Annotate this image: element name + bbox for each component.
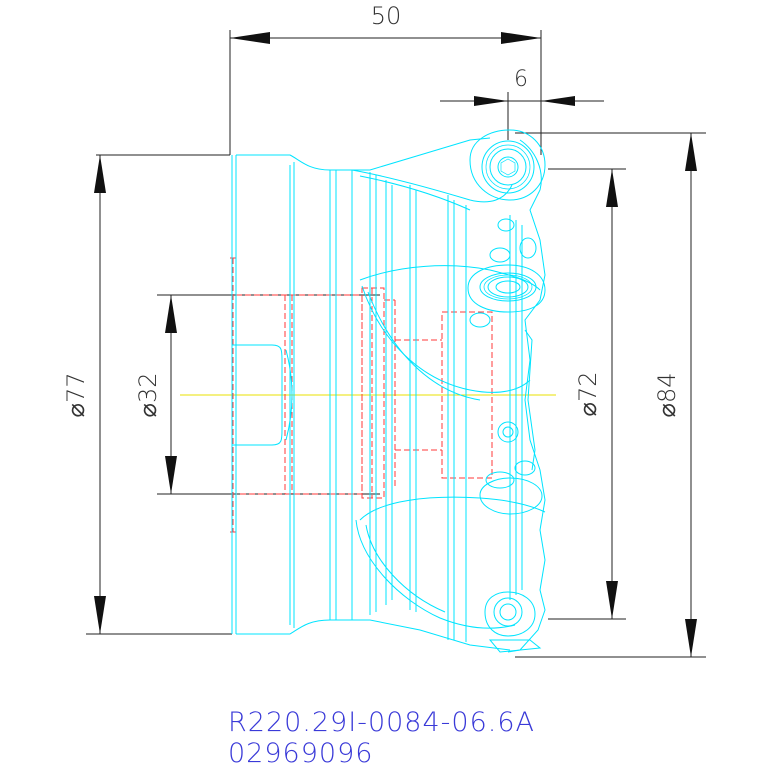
dimension-offset-6: 6: [440, 67, 604, 140]
dim-label-dia-32: ⌀32: [134, 373, 162, 418]
cutter-body: [231, 137, 546, 653]
insert-middle: [467, 264, 546, 328]
dim-label-50: 50: [371, 2, 402, 30]
part-number: 02969096: [228, 738, 373, 767]
dim-label-dia-72: ⌀72: [574, 372, 602, 417]
insert-top: [469, 129, 546, 201]
insert-bottom: [484, 591, 542, 653]
arrow-right: [501, 32, 541, 44]
dim-label-dia-77: ⌀77: [62, 373, 90, 418]
dim-label-6: 6: [514, 67, 528, 92]
torx-screw-icon: [500, 158, 516, 176]
dimension-dia-84: ⌀84: [515, 132, 706, 658]
screw-row-mid: [479, 218, 543, 515]
arrow-left: [230, 32, 270, 44]
dim-label-dia-84: ⌀84: [653, 373, 681, 418]
dimension-dia-72: ⌀72: [548, 168, 626, 620]
dimension-length-50: 50: [96, 2, 542, 156]
hidden-lines: [230, 257, 493, 533]
part-code: R220.29I-0084-06.6A: [228, 707, 535, 738]
dimension-dia-77: ⌀77: [62, 155, 232, 635]
dimension-dia-32: ⌀32: [134, 294, 380, 495]
